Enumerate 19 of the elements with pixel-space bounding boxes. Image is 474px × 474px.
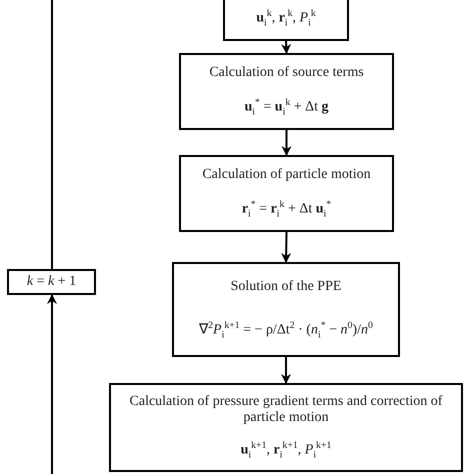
formula-text: u$_{i}$$^{*}$ = u$_{i}$$^{k}$ + Δt g: [244, 97, 329, 118]
process-box: [109, 383, 463, 472]
process-box: [223, 0, 349, 41]
step-title: Calculation of pressure gradient terms and correction of particle motion: [128, 394, 444, 426]
process-box: [179, 53, 394, 130]
formula-text: ∇$^{2}$P$_{i}$$^{k+1}$ = − ρ/Δt$^{2}$ · (n$_{i}$$^{*}$ − n$^{0}$)/n$^{0}$: [199, 320, 373, 340]
step-title: Solution of the PPE: [230, 278, 342, 295]
arrow: [47, 294, 57, 474]
connector-line: [51, 0, 53, 269]
formula-text: k = k + 1: [26, 274, 76, 290]
process-box: [172, 262, 400, 357]
arrow: [281, 232, 292, 263]
arrow: [281, 40, 292, 54]
step-title: Calculation of source terms: [209, 65, 364, 82]
process-box: [179, 155, 394, 232]
process-box: [7, 269, 96, 295]
arrow: [282, 130, 292, 156]
step-title: Calculation of particle motion: [202, 167, 371, 184]
arrow: [281, 357, 291, 384]
